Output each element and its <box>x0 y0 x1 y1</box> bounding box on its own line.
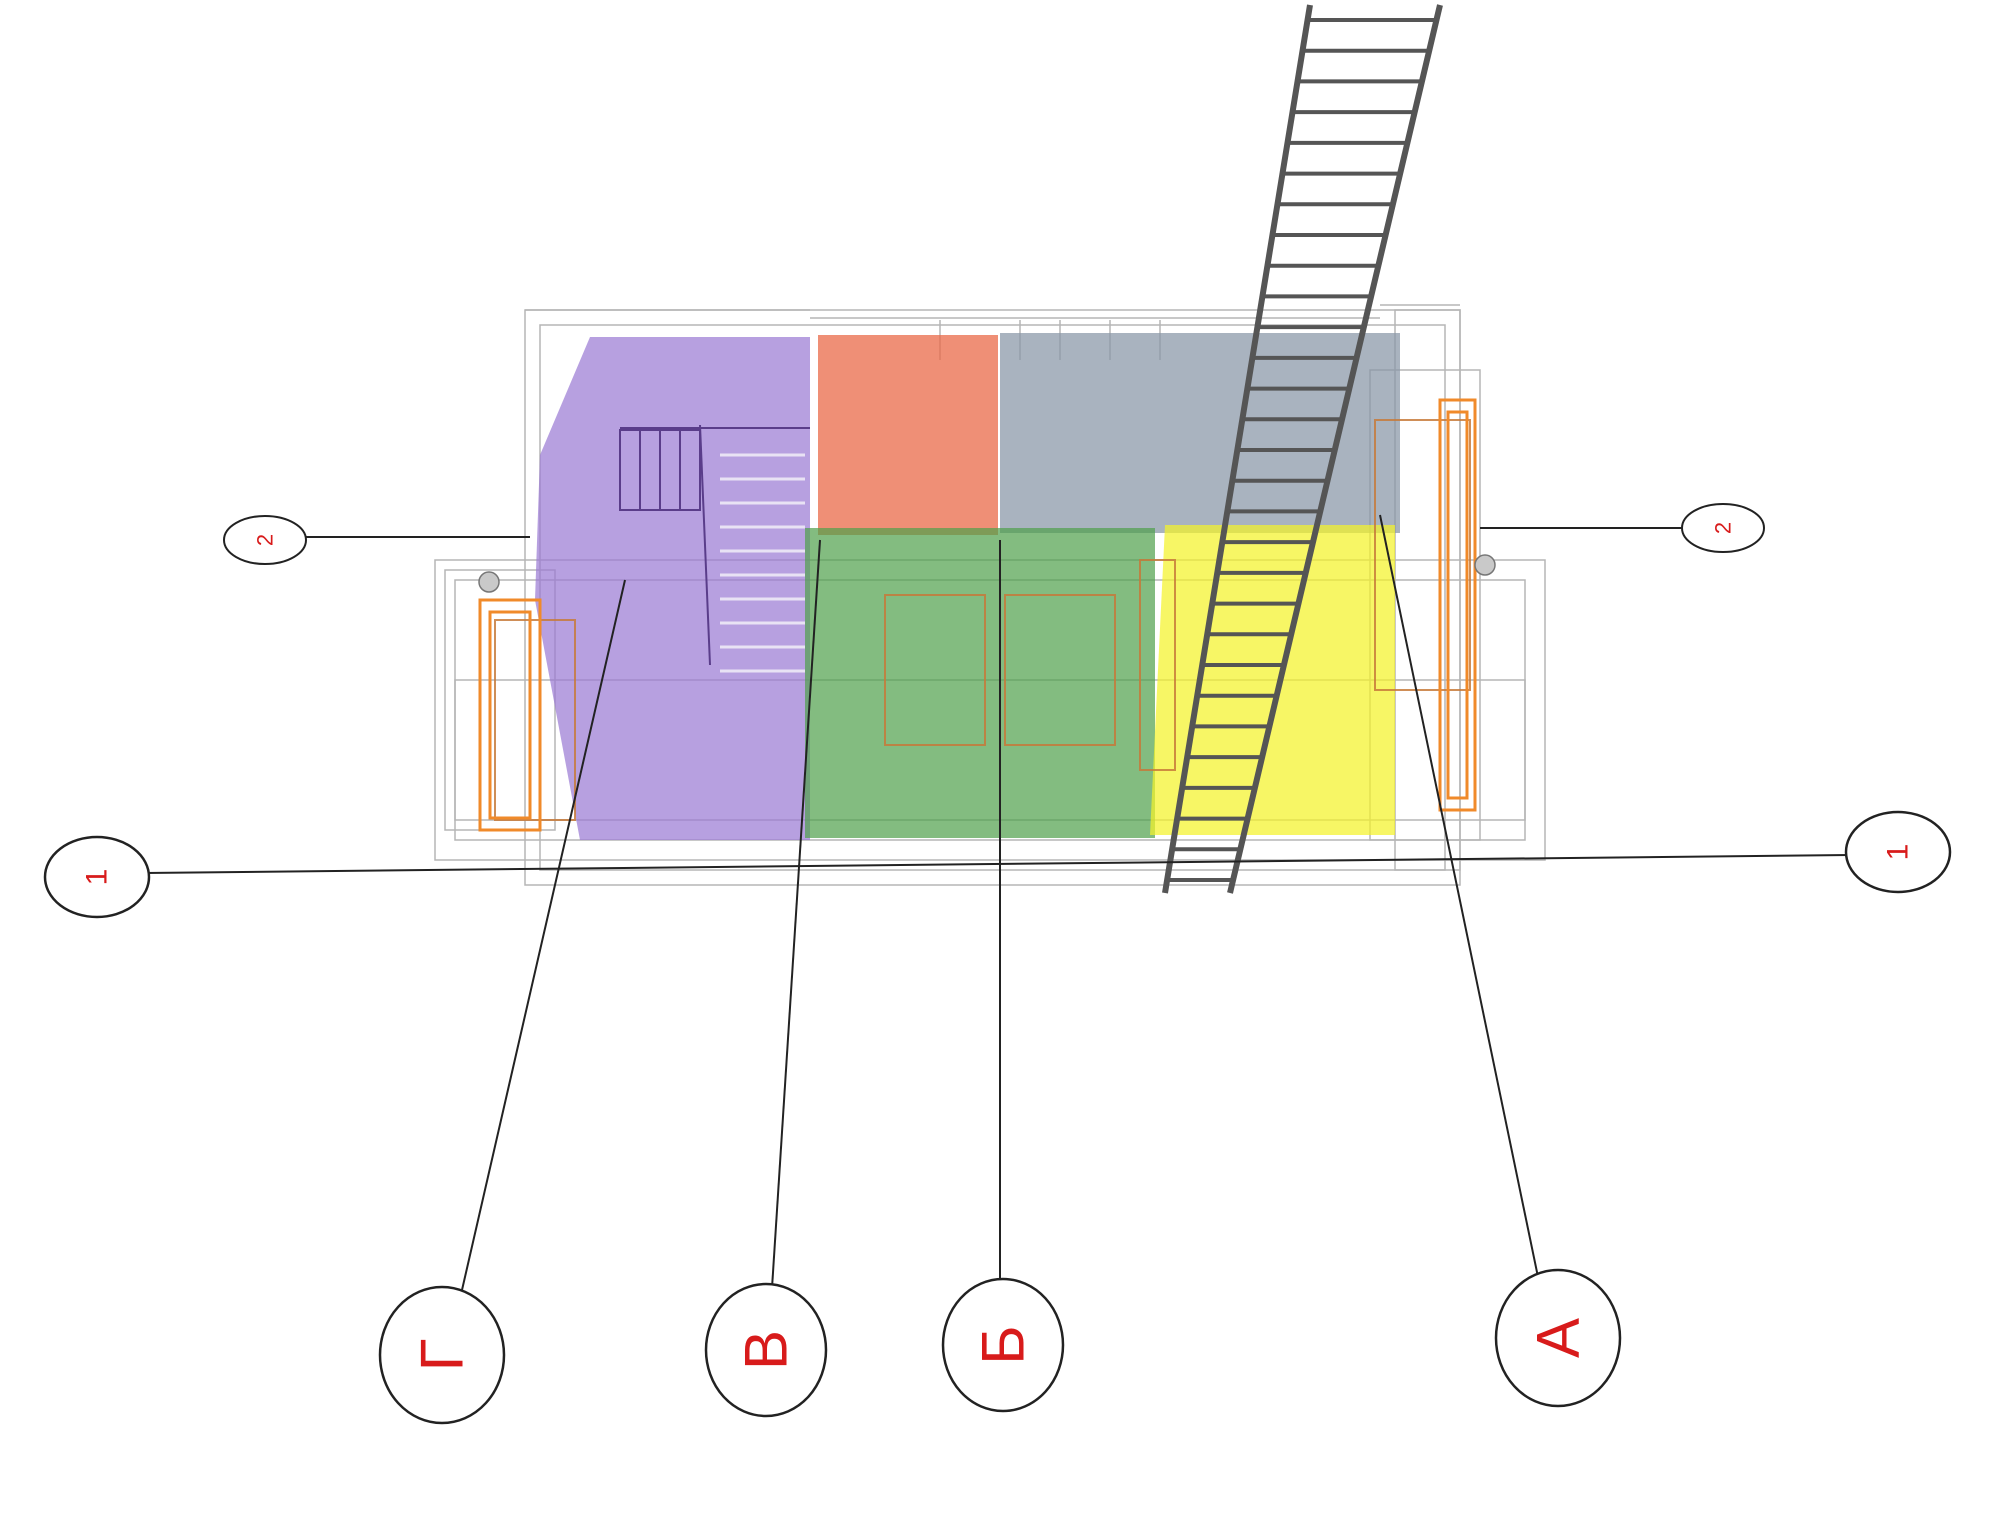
stair-steps <box>720 453 805 673</box>
stair-stringer <box>699 424 711 666</box>
bubble-ring <box>704 1282 828 1418</box>
doors <box>494 419 1471 821</box>
right-radiator-inner <box>1446 410 1469 800</box>
gray-zone <box>1000 333 1400 533</box>
axis-line-1 <box>144 854 1851 874</box>
axis-label-1-right: 1 <box>1882 844 1915 861</box>
axis-line-G <box>461 579 626 1291</box>
axis-bubbles-letters: Г В Б А <box>378 1268 1622 1425</box>
axis-bubble-V: В <box>704 1282 828 1418</box>
axis-bubble-2-right: 2 <box>1681 503 1765 553</box>
bubble-ring <box>1681 503 1765 553</box>
left-radiator <box>478 598 542 832</box>
orange-zone <box>818 335 998 535</box>
ladder-rungs <box>1167 18 1437 882</box>
axis-bubbles-numbers: 1 1 2 2 <box>43 503 1952 919</box>
bubble-ring <box>378 1285 506 1425</box>
axis-label-2-left: 2 <box>253 534 278 546</box>
axis-line-V <box>771 539 821 1289</box>
door-right <box>1004 594 1116 746</box>
axis-bubble-B: Б <box>941 1277 1065 1413</box>
lamps <box>478 554 1496 593</box>
axis-bubble-1-left: 1 <box>43 835 151 919</box>
bubble-ring <box>43 835 151 919</box>
zones <box>535 333 1400 840</box>
door-left <box>884 594 986 746</box>
lamp-left-icon <box>478 571 500 593</box>
green-zone <box>805 528 1155 838</box>
stair-detail <box>619 424 810 666</box>
lamp-right-icon <box>1474 554 1496 576</box>
axis-label-1-left: 1 <box>81 869 114 886</box>
bubble-ring <box>223 515 307 565</box>
purple-zone <box>535 337 810 840</box>
axis-label-2-right: 2 <box>1711 522 1736 534</box>
bubble-ring <box>1844 810 1952 894</box>
axis-bubble-2-left: 2 <box>223 515 307 565</box>
axis-lines <box>144 514 1851 1291</box>
right-radiator <box>1438 398 1477 812</box>
side-radiators <box>478 398 1477 832</box>
ladder-rail-right <box>1227 4 1443 894</box>
window-left <box>494 619 576 821</box>
axis-bubble-G: Г <box>378 1285 506 1425</box>
right-frame <box>1394 309 1461 871</box>
door-side <box>1139 559 1176 771</box>
bubble-ring <box>1494 1268 1622 1408</box>
axis-label-A: А <box>1525 1318 1592 1358</box>
axis-line-A <box>1379 514 1539 1278</box>
left-radiator-inner <box>488 610 532 820</box>
axis-label-B: Б <box>970 1325 1037 1364</box>
axis-bubble-A: А <box>1494 1268 1622 1408</box>
axis-bubble-1-right: 1 <box>1844 810 1952 894</box>
axis-label-V: В <box>733 1330 800 1370</box>
window-right <box>1374 419 1471 691</box>
bubble-ring <box>941 1277 1065 1413</box>
axis-label-G: Г <box>409 1339 476 1372</box>
